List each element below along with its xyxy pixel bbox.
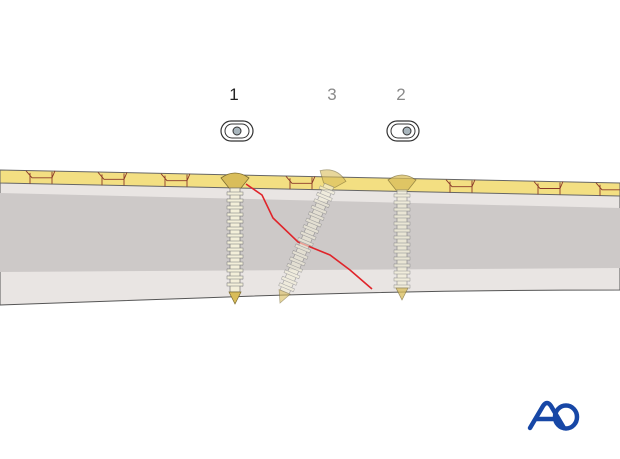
screw-3 [278,169,347,304]
screw-label-1: 1 [229,85,238,104]
slot-icon-screw-1 [220,120,254,142]
fracture-line [245,183,373,290]
ao-logo [527,400,580,431]
plate-hole-outline [25,170,56,184]
plate-hole-outline [445,179,476,193]
slot-icon-screw-2 [386,120,420,142]
plate-hole-outline [595,182,620,196]
plate-hole-outline [97,172,128,186]
screw-1 [220,172,250,305]
plate-hole-outline [533,181,564,195]
screw-label-2: 2 [396,85,405,104]
plate-hole-outline [160,173,191,187]
plate-hole-outlines [25,170,620,196]
plate-hole-outline [285,175,316,190]
screw-2 [387,174,417,301]
screw-label-3: 3 [327,85,336,104]
